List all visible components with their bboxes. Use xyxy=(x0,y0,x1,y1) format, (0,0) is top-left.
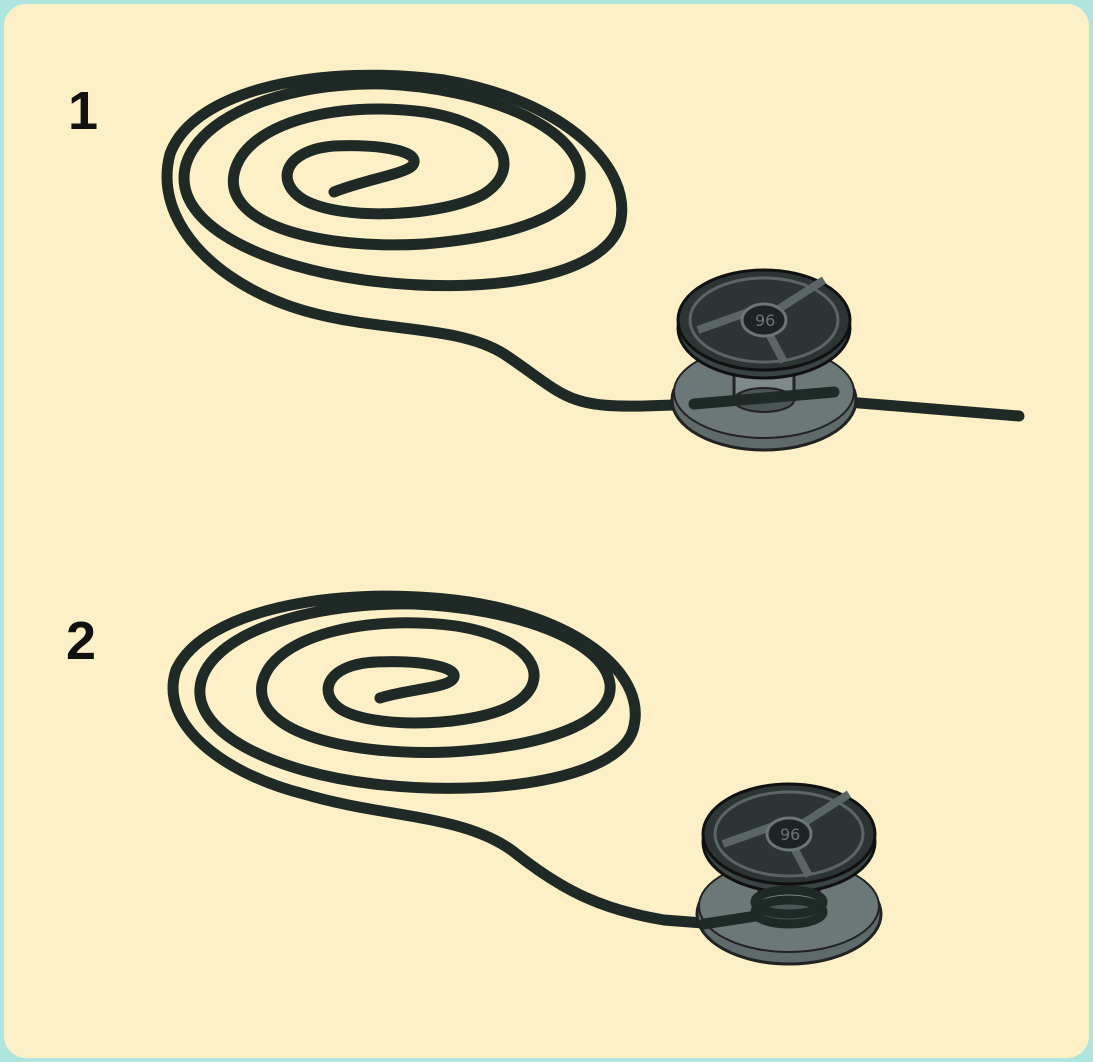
spool xyxy=(697,784,881,964)
step-number-2: 2 xyxy=(66,610,96,672)
spool xyxy=(672,270,856,450)
illustration-panel: 96 xyxy=(4,4,1089,1058)
diagram-canvas: 96 xyxy=(4,4,1089,1058)
step-number-1: 1 xyxy=(68,80,98,142)
